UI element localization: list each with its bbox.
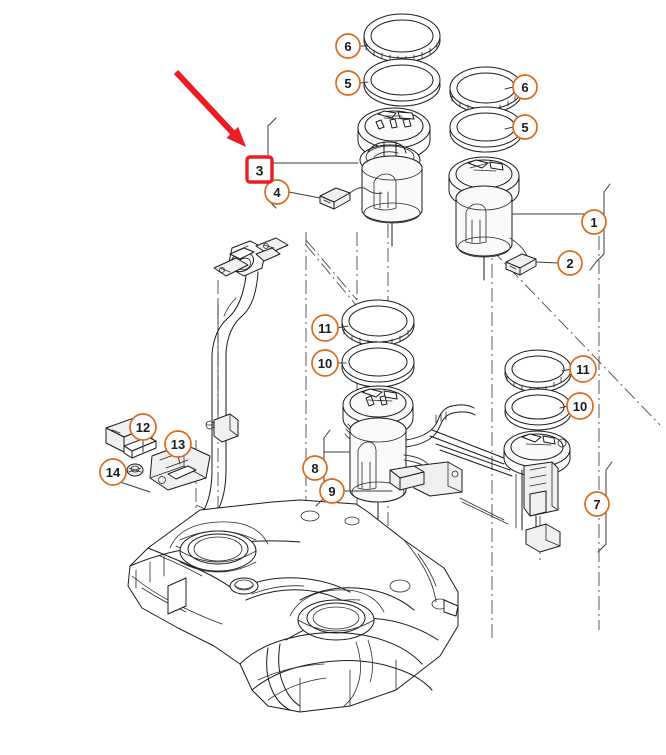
- group-sender-right: [429, 349, 572, 553]
- bracket-13: [149, 443, 211, 491]
- callout-label: 11: [318, 321, 332, 336]
- callout-label: 8: [311, 461, 318, 476]
- callout-circle: [264, 179, 290, 205]
- callout-11-mid-locking-ring[interactable]: 11: [311, 314, 339, 342]
- callout-circle: [335, 33, 361, 59]
- callout-circle: [557, 250, 583, 276]
- callout-circle: [164, 430, 192, 458]
- callout-label: 5: [344, 76, 351, 91]
- callout-6-top-left-group[interactable]: 6: [335, 33, 361, 59]
- selected-part-3-label: 3: [256, 163, 264, 179]
- callout-label: 6: [344, 39, 351, 54]
- grommet-14: [126, 463, 144, 477]
- fuel-tank-body: [127, 499, 459, 713]
- callout-circle: [311, 314, 339, 342]
- callout-label: 1: [590, 215, 597, 230]
- group-sender-middle: [341, 299, 476, 546]
- callout-6-top-right-group[interactable]: 6: [512, 74, 538, 100]
- callout-11-right-locking-ring[interactable]: 11: [569, 355, 597, 383]
- callout-14-grommet[interactable]: 14: [99, 458, 127, 486]
- callout-9-sender-detail[interactable]: 9: [319, 478, 345, 504]
- seal-ring-10-right: [504, 388, 572, 431]
- group-delivery-unit-left: [319, 13, 441, 247]
- fuel-delivery-unit-right: [448, 156, 537, 281]
- fuel-sender-unit-right: [429, 429, 571, 553]
- seal-ring-10-mid: [341, 341, 415, 388]
- callout-circle: [512, 114, 538, 140]
- fuel-sender-unit-middle: [342, 385, 476, 546]
- callout-circle: [335, 70, 361, 96]
- seal-ring-5-right: [449, 106, 523, 153]
- callout-7-right-sender[interactable]: 7: [584, 491, 610, 517]
- callout-10-mid-seal-ring[interactable]: 10: [311, 349, 339, 377]
- locking-ring-6-right: [449, 66, 523, 114]
- callout-label: 9: [328, 484, 335, 499]
- callout-12-clip[interactable]: 12: [129, 413, 157, 441]
- seal-ring-5-left: [363, 58, 441, 107]
- callout-4-sender-connector[interactable]: 4: [264, 179, 290, 205]
- callout-label: 10: [318, 356, 332, 371]
- callout-circle: [569, 355, 597, 383]
- callout-circle: [99, 458, 127, 486]
- arrow-head: [226, 126, 246, 147]
- callout-circle: [302, 455, 328, 481]
- selected-part-3-highlight[interactable]: 3: [245, 155, 274, 184]
- locking-ring-6-left: [363, 13, 441, 63]
- locking-ring-11-mid: [341, 299, 415, 347]
- callout-label: 12: [136, 420, 150, 435]
- callout-5-top-right-group[interactable]: 5: [512, 114, 538, 140]
- callout-circle: [512, 74, 538, 100]
- fuel-delivery-unit-left: [357, 107, 431, 247]
- callout-circle: [319, 478, 345, 504]
- red-pointer-arrow: [173, 69, 246, 147]
- fuel-filler-neck: [199, 237, 289, 543]
- callout-label: 14: [106, 465, 121, 480]
- callout-1-delivery-unit-right[interactable]: 1: [581, 209, 607, 235]
- callout-label: 5: [521, 120, 528, 135]
- callout-5-top-left-group[interactable]: 5: [335, 70, 361, 96]
- callout-label: 7: [593, 497, 600, 512]
- callout-label: 10: [573, 399, 587, 414]
- callout-label: 6: [521, 80, 528, 95]
- group-delivery-unit-right: [448, 66, 537, 281]
- callout-circle: [581, 209, 607, 235]
- callout-8-sender-unit[interactable]: 8: [302, 455, 328, 481]
- callout-circle: [311, 349, 339, 377]
- callout-2-connector-right[interactable]: 2: [557, 250, 583, 276]
- connector-plug-2: [505, 253, 537, 276]
- locking-ring-11-right: [504, 349, 572, 393]
- callout-label: 11: [576, 362, 590, 377]
- connector-plug-4: [319, 187, 383, 210]
- callout-circle: [566, 392, 594, 420]
- callout-label: 13: [171, 437, 185, 452]
- callout-label: 2: [566, 256, 573, 271]
- callout-10-right-seal-ring[interactable]: 10: [566, 392, 594, 420]
- callout-circle: [584, 491, 610, 517]
- callout-circle: [129, 413, 157, 441]
- callout-label: 4: [273, 185, 281, 200]
- callout-13-bracket[interactable]: 13: [164, 430, 192, 458]
- arrow-shaft: [173, 69, 239, 139]
